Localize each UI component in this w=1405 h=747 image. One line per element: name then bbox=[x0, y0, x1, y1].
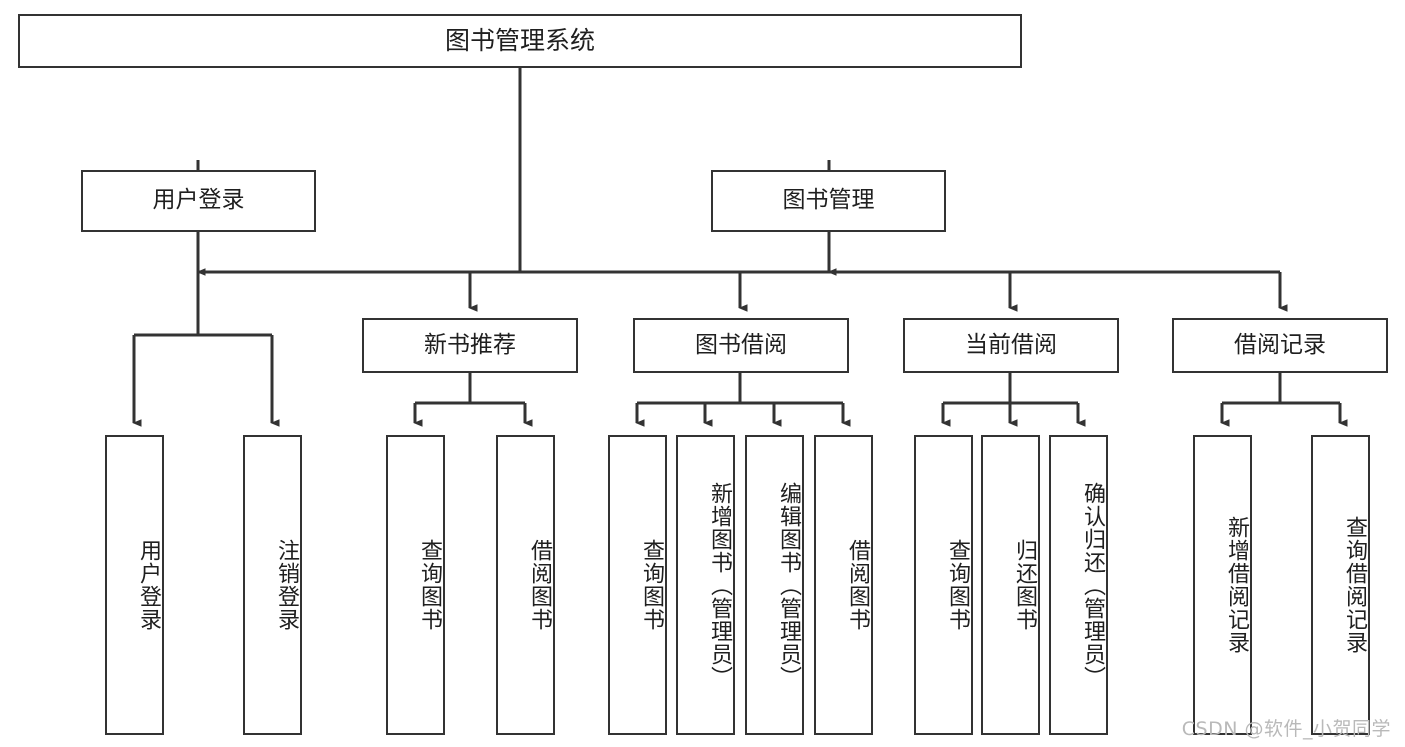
watermark: CSDN @软件_小贺同学 bbox=[1181, 718, 1391, 740]
leaf-current-confirm-return[interactable]: 确认归还（管理员） bbox=[1049, 435, 1108, 735]
leaf-current-query-book[interactable]: 查询图书 bbox=[914, 435, 973, 735]
leaf-label: 确认归还（管理员） bbox=[1080, 481, 1105, 689]
leaf-current-return-book[interactable]: 归还图书 bbox=[981, 435, 1040, 735]
leaf-label: 归还图书 bbox=[1012, 539, 1037, 631]
node-book-borrow[interactable]: 图书借阅 bbox=[633, 318, 849, 373]
leaf-user-login-logout[interactable]: 注销登录 bbox=[243, 435, 302, 735]
node-root-system[interactable]: 图书管理系统 bbox=[18, 14, 1022, 68]
leaf-user-login-login[interactable]: 用户登录 bbox=[105, 435, 164, 735]
leaf-label: 编辑图书（管理员） bbox=[776, 481, 801, 689]
leaf-label: 查询借阅记录 bbox=[1342, 516, 1367, 654]
leaf-recommend-borrow-book[interactable]: 借阅图书 bbox=[496, 435, 555, 735]
leaf-borrow-edit-book[interactable]: 编辑图书（管理员） bbox=[745, 435, 804, 735]
leaf-recommend-query-book[interactable]: 查询图书 bbox=[386, 435, 445, 735]
leaf-record-add-record[interactable]: 新增借阅记录 bbox=[1193, 435, 1252, 735]
leaf-label: 注销登录 bbox=[274, 539, 299, 631]
leaf-label: 查询图书 bbox=[417, 539, 442, 631]
node-borrow-record[interactable]: 借阅记录 bbox=[1172, 318, 1388, 373]
leaf-label: 新增图书（管理员） bbox=[707, 481, 732, 689]
leaf-label: 查询图书 bbox=[639, 539, 664, 631]
leaf-label: 用户登录 bbox=[136, 539, 161, 631]
leaf-borrow-add-book[interactable]: 新增图书（管理员） bbox=[676, 435, 735, 735]
node-book-management[interactable]: 图书管理 bbox=[711, 170, 946, 232]
leaf-label: 借阅图书 bbox=[527, 539, 552, 631]
node-current-borrow[interactable]: 当前借阅 bbox=[903, 318, 1119, 373]
leaf-label: 查询图书 bbox=[945, 539, 970, 631]
leaf-borrow-borrow-book[interactable]: 借阅图书 bbox=[814, 435, 873, 735]
leaf-borrow-query-book[interactable]: 查询图书 bbox=[608, 435, 667, 735]
node-user-login[interactable]: 用户登录 bbox=[81, 170, 316, 232]
leaf-label: 借阅图书 bbox=[845, 539, 870, 631]
leaf-label: 新增借阅记录 bbox=[1224, 516, 1249, 654]
node-new-book-recommend[interactable]: 新书推荐 bbox=[362, 318, 578, 373]
leaf-record-query-record[interactable]: 查询借阅记录 bbox=[1311, 435, 1370, 735]
